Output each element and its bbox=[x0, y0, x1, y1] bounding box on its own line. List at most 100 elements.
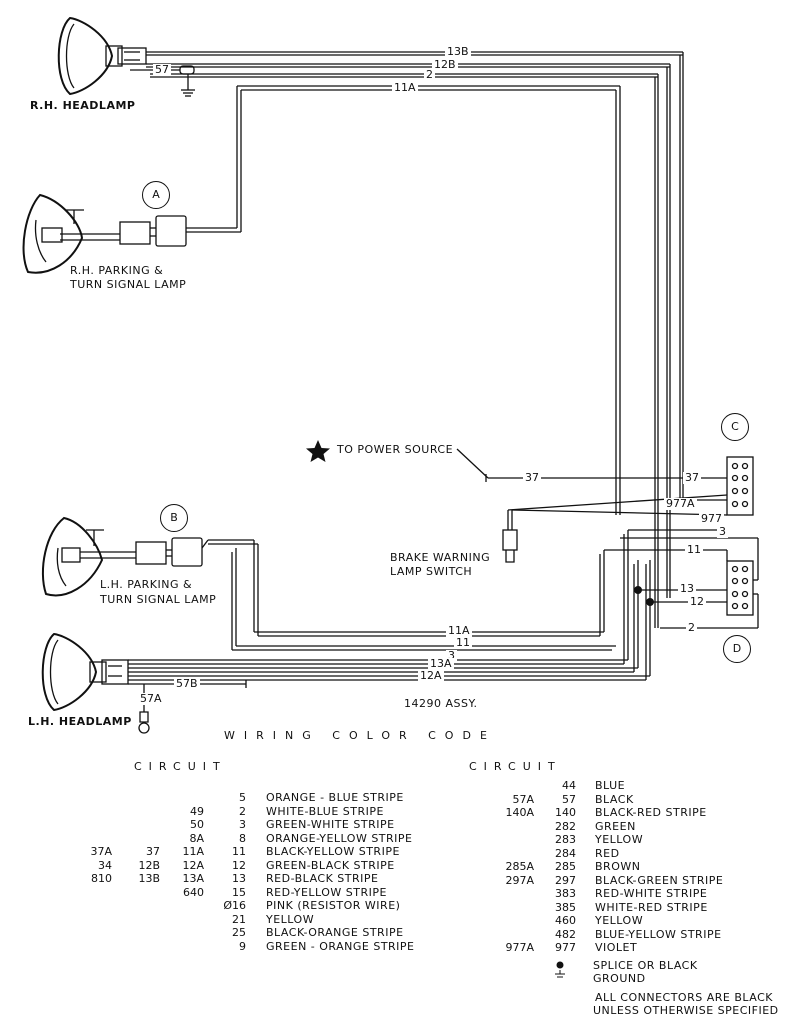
connector-d-block bbox=[726, 560, 754, 616]
wire-label-11a-top: 11A bbox=[392, 81, 418, 94]
legend-ground-icon bbox=[555, 970, 565, 978]
circuit-number: 482 bbox=[555, 927, 576, 941]
circuit-number: 282 bbox=[555, 819, 576, 833]
wire-color-desc: BLACK-GREEN STRIPE bbox=[595, 873, 724, 887]
circuit-number: 49 bbox=[190, 804, 204, 818]
power-star-icon bbox=[306, 440, 330, 462]
circuit-number: 810 bbox=[91, 872, 112, 885]
wire-label-37-mid: 37 bbox=[523, 471, 541, 484]
circuit-number: 140A bbox=[505, 806, 534, 819]
circuit-number: 385 bbox=[555, 900, 576, 914]
color-code-row: 8A 8 ORANGE-YELLOW STRIPE bbox=[0, 832, 803, 845]
color-code-row: 383 RED-WHITE STRIPE bbox=[0, 887, 803, 900]
circuit-number: 13A bbox=[182, 872, 204, 885]
circuit-number: 297A bbox=[505, 873, 534, 887]
wire-label-3-bot: 3 bbox=[446, 649, 457, 662]
circuit-number: 37A bbox=[90, 845, 112, 858]
wire-label-12-right: 12 bbox=[688, 595, 706, 608]
rh-parking-label-1: R.H. PARKING & bbox=[70, 264, 164, 277]
legend-splice-label-1: SPLICE OR BLACK bbox=[593, 959, 698, 972]
wire-color-desc: BROWN bbox=[595, 860, 641, 873]
wire-color-desc: BLACK-ORANGE STRIPE bbox=[266, 926, 404, 939]
brake-switch-icon bbox=[502, 494, 728, 563]
wire-color-desc: GREEN - ORANGE STRIPE bbox=[266, 939, 415, 953]
circuit-number: 21 bbox=[232, 912, 246, 926]
wire-label-12b: 12B bbox=[432, 58, 458, 71]
wire-color-desc: ORANGE-YELLOW STRIPE bbox=[266, 831, 413, 845]
circuit-number: 37 bbox=[146, 845, 160, 858]
circuit-number: 9 bbox=[239, 939, 246, 953]
circuit-number: 50 bbox=[190, 818, 204, 831]
wire-color-desc: YELLOW bbox=[595, 914, 644, 927]
wire-label-57a: 57A bbox=[138, 692, 164, 705]
circuit-number: 8 bbox=[239, 831, 246, 845]
lh-headlamp-icon bbox=[41, 632, 129, 712]
wire-color-desc: BLACK bbox=[595, 792, 634, 806]
wire-label-12a-bot: 12A bbox=[418, 669, 444, 682]
circuit-number: 34 bbox=[98, 858, 112, 872]
wire-color-desc: BLUE-YELLOW STRIPE bbox=[595, 927, 722, 941]
circuit-number: 2 bbox=[239, 804, 246, 818]
wire-label-13b: 13B bbox=[445, 45, 471, 58]
lh-parking-lamp-icon bbox=[41, 516, 209, 597]
wire-color-desc: YELLOW bbox=[266, 912, 315, 926]
circuit-number: 44 bbox=[562, 779, 576, 792]
legend-splice-dot bbox=[556, 961, 564, 969]
circuit-number: 284 bbox=[555, 846, 576, 860]
circuit-number: 285 bbox=[555, 860, 576, 873]
wire-label-57-rh: 57 bbox=[153, 63, 171, 76]
rh-parking-lamp-icon bbox=[22, 193, 187, 274]
rh-headlamp-label: R.H. HEADLAMP bbox=[30, 99, 136, 112]
color-code-row: 283 YELLOW bbox=[0, 833, 803, 846]
wire-color-desc: YELLOW bbox=[595, 833, 644, 846]
circuit-number: 8A bbox=[189, 831, 204, 845]
circuit-number: 12B bbox=[138, 858, 160, 872]
wire-label-2-top: 2 bbox=[424, 68, 435, 81]
circuit-number: 283 bbox=[555, 833, 576, 846]
wire-label-11a-bot: 11A bbox=[446, 624, 472, 637]
color-code-row: 25 BLACK-ORANGE STRIPE bbox=[0, 926, 803, 939]
splice-dot bbox=[634, 586, 642, 594]
wire-color-desc: WHITE-BLUE STRIPE bbox=[266, 804, 384, 818]
wire-color-desc: GREEN-BLACK STRIPE bbox=[266, 858, 395, 872]
assembly-label: 14290 ASSY. bbox=[404, 697, 478, 710]
wire-label-13a-bot: 13A bbox=[428, 657, 454, 670]
circuit-number: 13B bbox=[138, 872, 160, 885]
circuit-number: 5 bbox=[239, 791, 246, 804]
legend-splice-label-2: GROUND bbox=[593, 972, 646, 985]
wire-label-11-right: 11 bbox=[685, 543, 703, 556]
color-code-row: 21 YELLOW bbox=[0, 913, 803, 926]
circuit-number: Ø16 bbox=[223, 899, 246, 912]
lh-headlamp-label: L.H. HEADLAMP bbox=[28, 715, 132, 728]
wire-color-desc: GREEN-WHITE STRIPE bbox=[266, 818, 395, 831]
circuit-number: 25 bbox=[232, 926, 246, 939]
connector-b-marker: B bbox=[160, 504, 188, 532]
wire-color-desc: RED-WHITE STRIPE bbox=[595, 887, 708, 900]
circuit-header-left: CIRCUIT bbox=[134, 760, 227, 773]
circuit-number: 12A bbox=[182, 858, 204, 872]
wire-color-desc: RED-BLACK STRIPE bbox=[266, 872, 379, 885]
lh-parking-label-2: TURN SIGNAL LAMP bbox=[100, 593, 217, 606]
connector-c-block bbox=[726, 456, 754, 516]
circuit-number: 383 bbox=[555, 887, 576, 900]
color-code-row: 49 2 WHITE-BLUE STRIPE bbox=[0, 805, 803, 818]
wire-color-desc: PINK (RESISTOR WIRE) bbox=[266, 899, 401, 912]
circuit-number: 57 bbox=[562, 792, 576, 806]
circuit-number: 57A bbox=[512, 792, 534, 806]
wire-label-977: 977 bbox=[699, 512, 724, 525]
brake-switch-label-1: BRAKE WARNING bbox=[390, 551, 491, 564]
color-code-row: 482 BLUE-YELLOW STRIPE bbox=[0, 928, 803, 941]
